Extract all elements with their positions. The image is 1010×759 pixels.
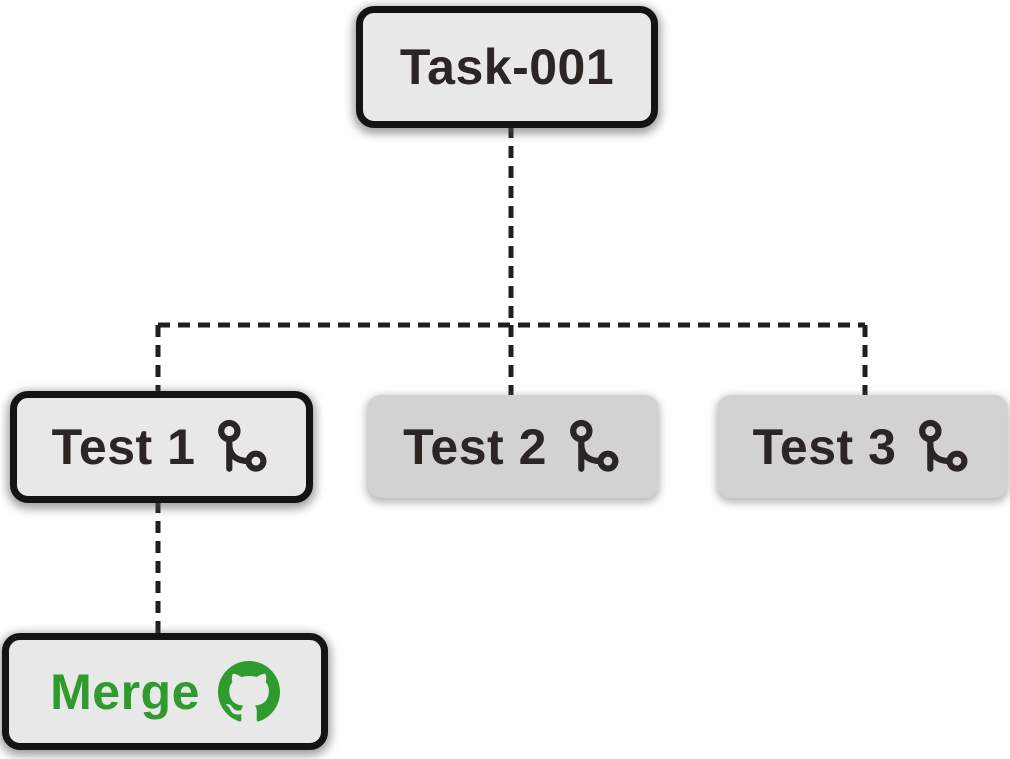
node-task-001-label: Task-001	[399, 39, 615, 95]
node-test-1-label: Test 1	[51, 419, 196, 475]
git-branch-icon	[213, 418, 271, 476]
github-icon	[217, 660, 280, 723]
node-test-3: Test 3	[718, 395, 1007, 498]
node-task-001: Task-001	[356, 6, 658, 128]
node-merge: Merge	[2, 633, 328, 750]
node-test-3-label: Test 3	[752, 418, 897, 475]
node-test-1: Test 1	[10, 391, 313, 503]
node-test-2: Test 2	[368, 395, 658, 498]
git-branch-icon	[914, 418, 972, 476]
node-merge-label: Merge	[50, 663, 200, 720]
node-test-2-label: Test 2	[403, 418, 547, 475]
git-branch-icon	[565, 418, 623, 476]
